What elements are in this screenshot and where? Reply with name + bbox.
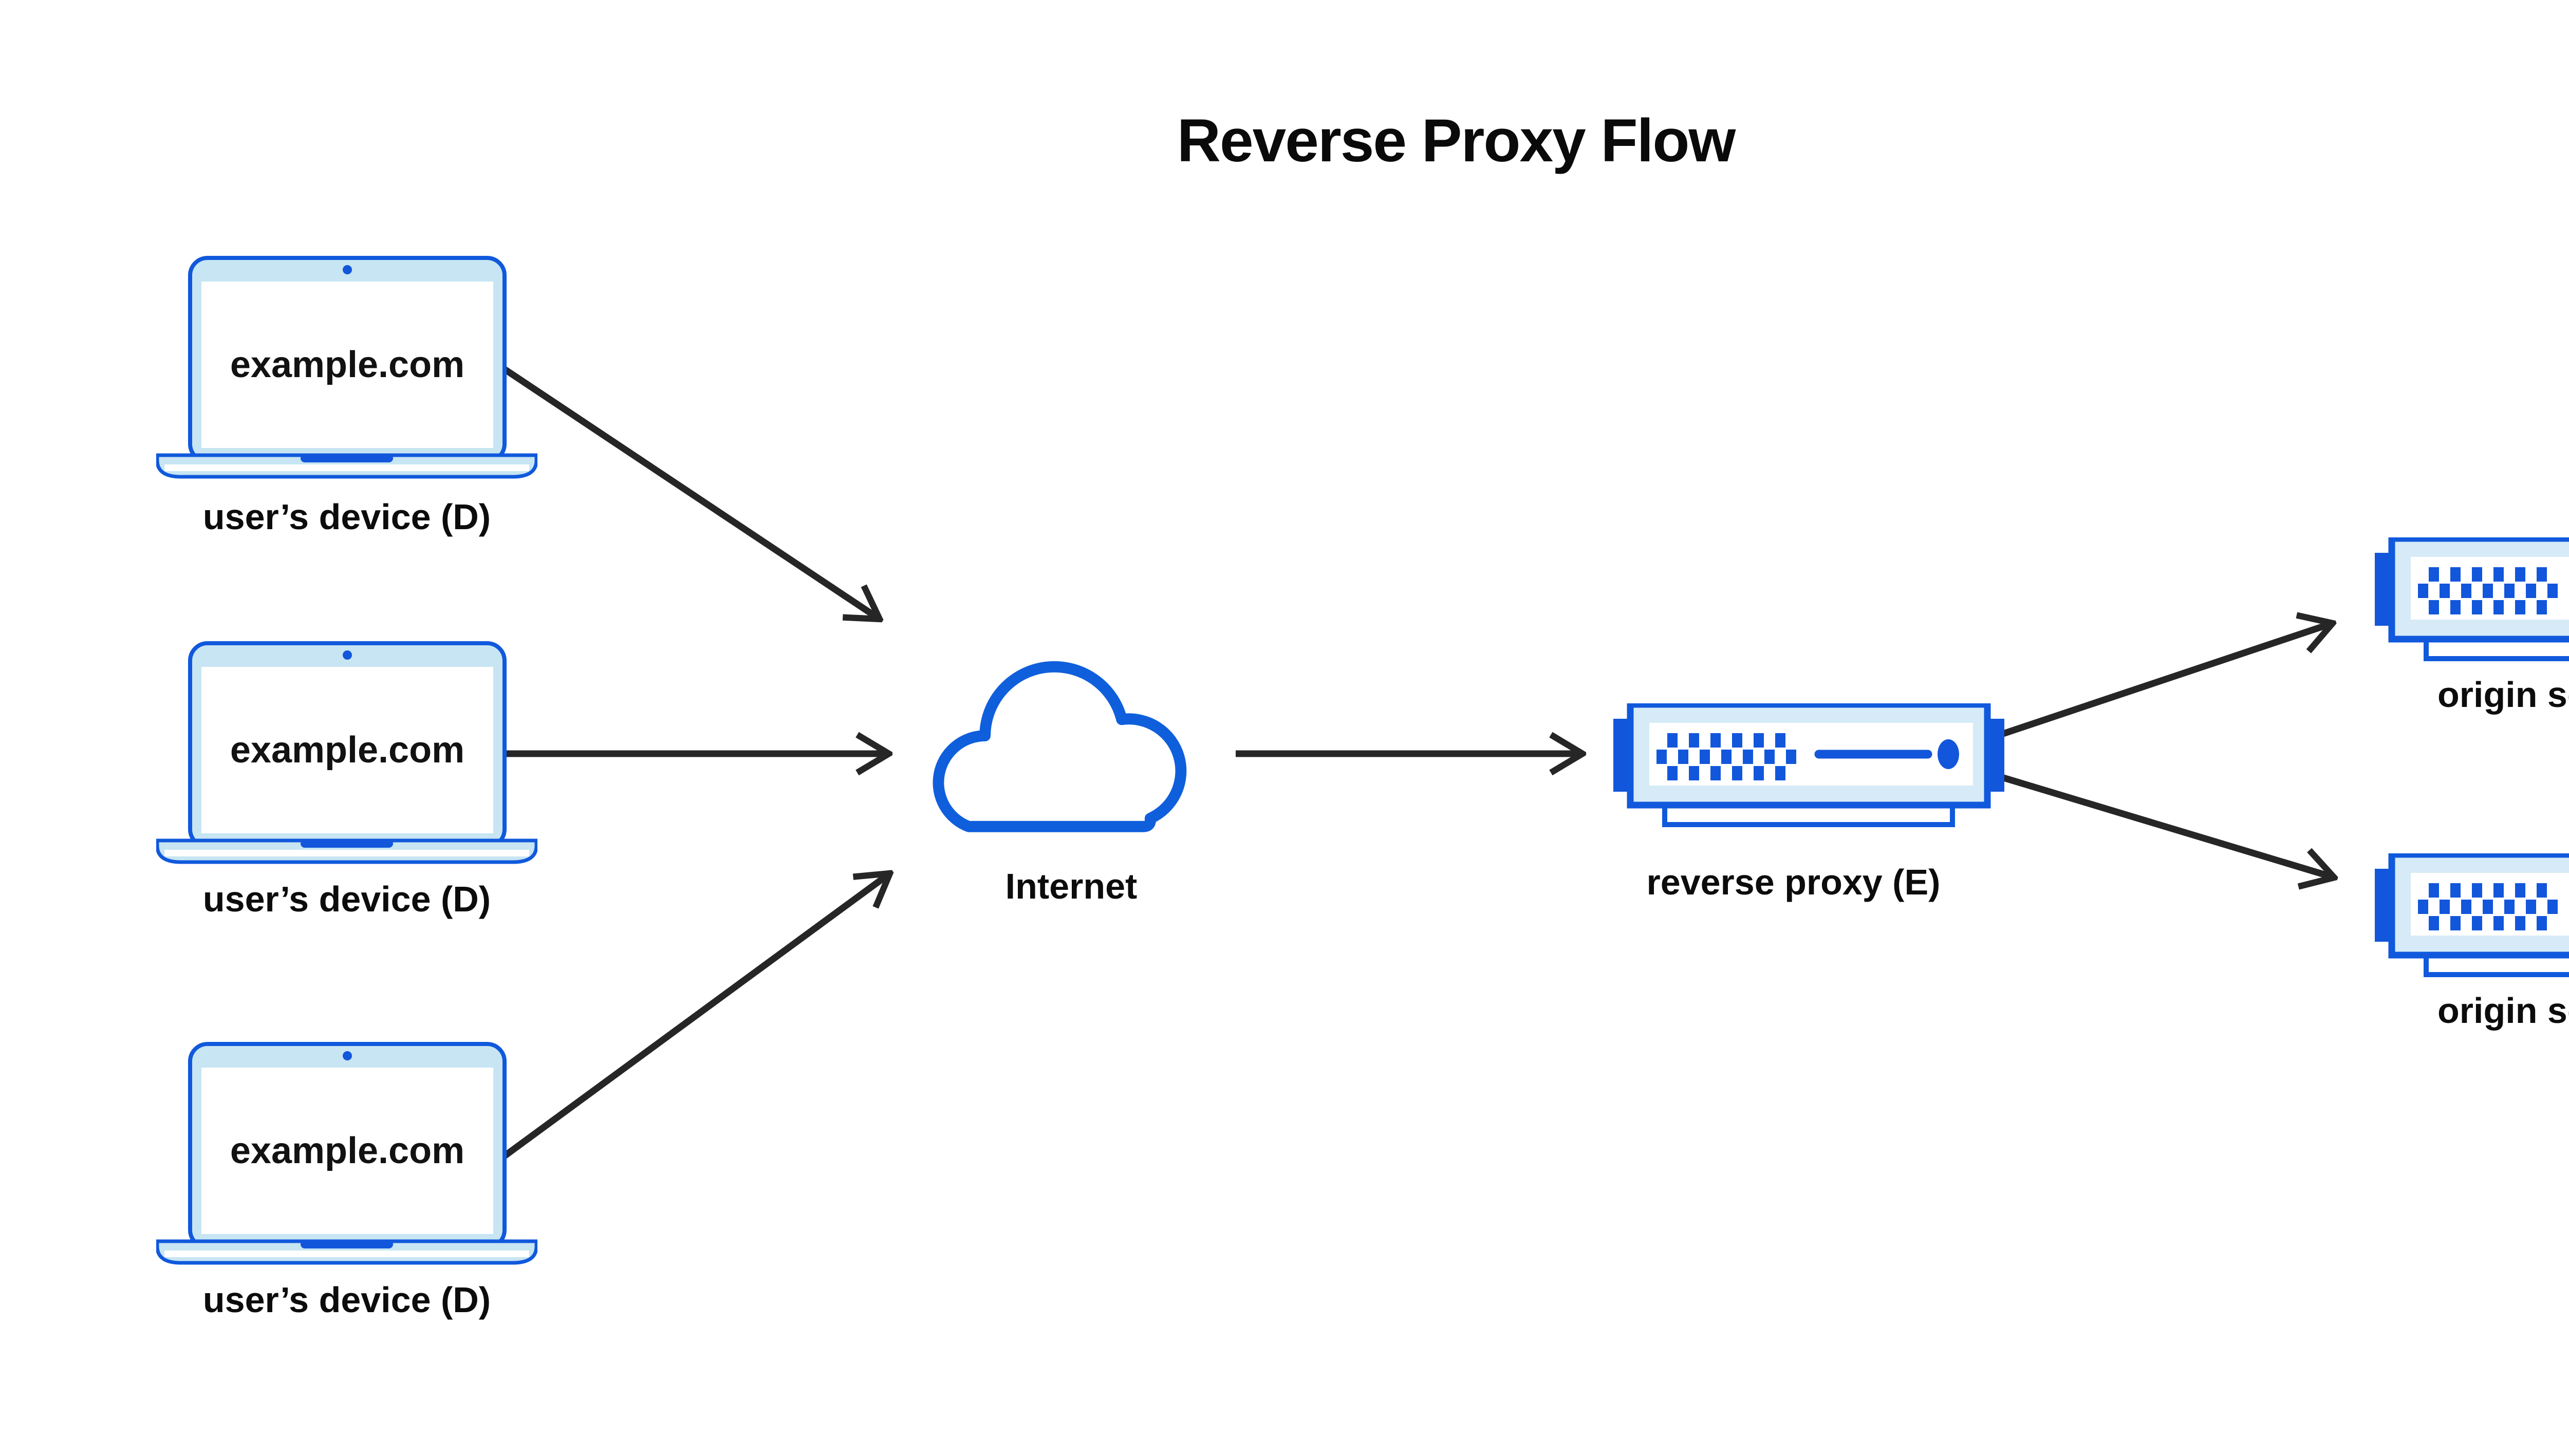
arrow-proxy-to-origin2 — [1999, 773, 2334, 878]
laptop-icon — [156, 641, 537, 864]
device-label: user’s device (D) — [202, 497, 491, 537]
laptop-icon — [156, 256, 537, 479]
device-screen-url: example.com — [230, 730, 465, 771]
origin-server-label: origin server (F) — [2437, 991, 2569, 1031]
device-screen-url: example.com — [230, 1130, 465, 1171]
device-label: user’s device (D) — [202, 1280, 491, 1320]
device-label: user’s device (D) — [202, 879, 491, 919]
origin-server-label: origin server (F) — [2437, 675, 2569, 715]
cloud-icon — [933, 661, 1187, 832]
arrow-device3-to-internet — [502, 873, 890, 1159]
server-icon — [1613, 703, 2004, 827]
laptop-icon — [156, 1042, 537, 1265]
arrow-device1-to-internet — [500, 365, 880, 619]
internet-label: Internet — [1005, 866, 1138, 906]
arrow-proxy-to-origin1 — [1999, 623, 2333, 738]
page-title: Reverse Proxy Flow — [1177, 107, 1736, 175]
server-icon — [2375, 537, 2569, 661]
server-icon — [2375, 853, 2569, 977]
reverse-proxy-label: reverse proxy (E) — [1646, 862, 1941, 902]
device-screen-url: example.com — [230, 344, 465, 385]
